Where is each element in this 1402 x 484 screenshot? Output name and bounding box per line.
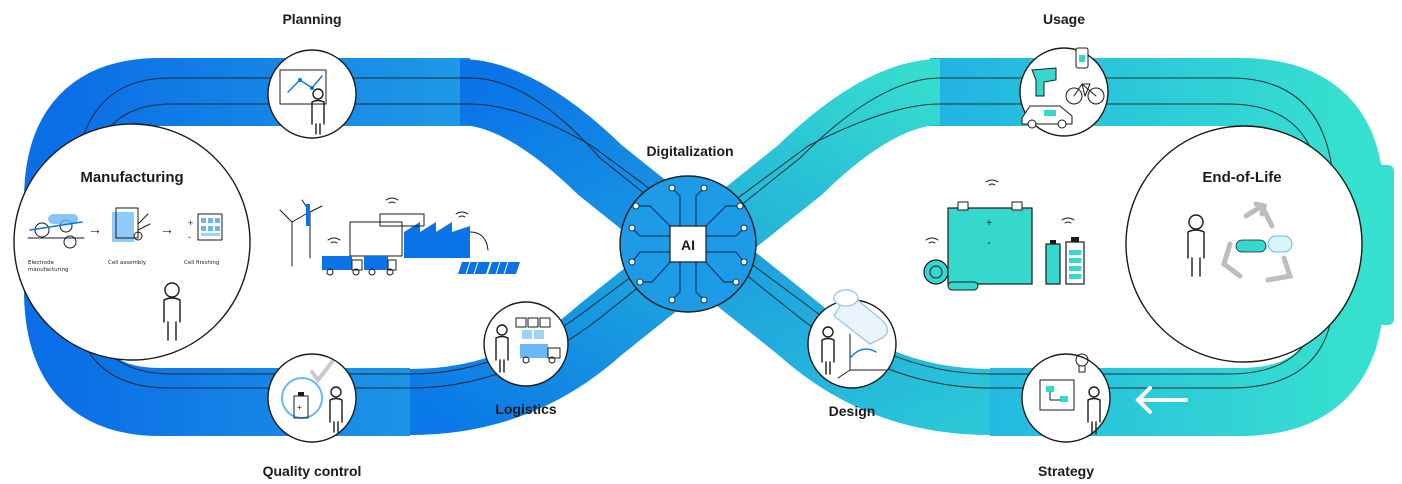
circuit-node-icon: [628, 184, 748, 304]
logistics-label: Logistics: [495, 401, 557, 417]
wifi-signal-icon: [327, 197, 469, 244]
svg-text:+: +: [188, 218, 193, 228]
arrow-icon: →: [88, 221, 102, 237]
left-arrow-icon: [1135, 386, 1188, 414]
worker-icon: [1087, 386, 1101, 435]
manufacturing-step-2-label: Cell assembly: [108, 260, 147, 266]
worker-icon: [163, 282, 181, 341]
quality-control-label: Quality control: [263, 463, 362, 479]
factory-scene: [279, 197, 520, 276]
stage-quality-control: Quality control +: [263, 353, 362, 479]
car-icon: [1021, 105, 1073, 129]
quality-control-circle: [267, 353, 357, 443]
cross-band-up: [409, 59, 942, 435]
stage-manufacturing: Manufacturing Electrode manufacturing → …: [13, 123, 251, 361]
recycle-icon: [1221, 201, 1294, 283]
svg-text:-: -: [987, 238, 990, 249]
battery-scene: + -: [923, 179, 1085, 291]
stage-design: Design: [807, 289, 897, 419]
truck-icon: [322, 256, 397, 276]
cell-assembly-icon: [112, 207, 151, 242]
stage-digitalization: Digitalization AI: [619, 143, 757, 313]
phone-icon: [1075, 47, 1089, 69]
strategy-board-icon: [1039, 379, 1075, 411]
stage-strategy: Strategy: [1021, 353, 1111, 479]
wifi-signal-icon: [925, 179, 1075, 244]
svg-text:+: +: [297, 403, 302, 412]
manufacturing-step-1-line2: manufacturing: [28, 267, 68, 273]
svg-text:-: -: [188, 232, 191, 242]
digitalization-label: Digitalization: [646, 143, 733, 159]
design-label: Design: [829, 403, 876, 419]
drill-icon: [1031, 67, 1057, 97]
ai-chip: [669, 225, 707, 263]
cell-finishing-icon: + -: [188, 213, 223, 242]
magnifier-battery-icon: +: [281, 360, 343, 433]
lightbulb-icon: [1075, 353, 1089, 373]
planning-label: Planning: [282, 11, 341, 27]
bicycle-icon: [1065, 83, 1105, 105]
usage-label: Usage: [1043, 11, 1085, 27]
arrow-icon: →: [160, 221, 174, 237]
svg-text:+: +: [986, 218, 992, 229]
stage-end-of-life: End-of-Life: [1125, 125, 1363, 363]
stage-usage: Usage: [1019, 11, 1109, 137]
stage-planning: Planning: [267, 11, 357, 139]
design-cylinder-icon: [821, 289, 889, 379]
planning-board-icon: [279, 69, 327, 135]
strategy-label: Strategy: [1038, 463, 1094, 479]
logistics-boxes-icon: [495, 317, 561, 373]
circuit-icon: [631, 187, 745, 301]
electrode-manufacturing-icon: [27, 214, 85, 249]
battery-pack-icon: + -: [947, 201, 1033, 285]
manufacturing-step-1-line1: Electrode: [28, 260, 55, 266]
planning-circle: [267, 49, 357, 139]
solar-panel-icon: [458, 261, 520, 275]
factory-icon: [349, 213, 489, 258]
stage-logistics: Logistics: [483, 301, 569, 417]
worker-icon: [1187, 214, 1205, 277]
ai-chip-label: AI: [681, 237, 695, 253]
coin-cell-icon: [923, 259, 979, 291]
manufacturing-step-3-label: Cell finishing: [184, 260, 219, 266]
manufacturing-label: Manufacturing: [80, 169, 183, 186]
battery-cell-icon: [1235, 235, 1293, 253]
cylindrical-cell-icon: [1045, 237, 1085, 285]
cross-band-down: [458, 59, 991, 435]
wind-turbine-icon: [279, 199, 323, 267]
end-of-life-label: End-of-Life: [1202, 169, 1281, 186]
